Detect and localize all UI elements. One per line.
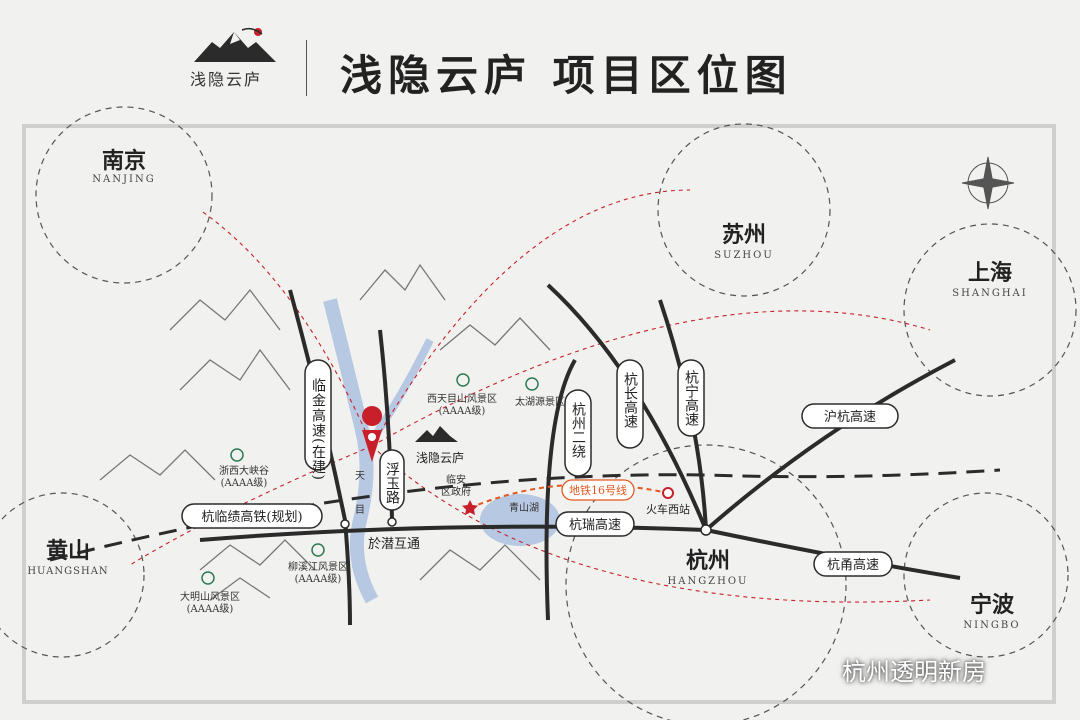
government-star-icon <box>462 500 478 516</box>
qingshan-lake-water <box>480 494 560 546</box>
road-label-box <box>677 359 705 437</box>
scenic-spot-icon <box>311 543 325 557</box>
place-label: (AAAA级) <box>187 603 234 615</box>
city-label-nanjing-en: NANJING <box>92 174 155 185</box>
project-name-label: 浅隐云庐 <box>416 450 464 465</box>
road-label-box <box>181 503 323 529</box>
road-label-hangning: 杭宁高速 <box>683 370 699 427</box>
scenic-spot-icon <box>456 373 470 387</box>
brand-mountain-logo-icon <box>194 27 276 62</box>
route-to-shanghai <box>371 310 931 447</box>
city-circle-nanjing <box>35 106 213 284</box>
place-label: (AAAA级) <box>295 573 342 585</box>
hangzhou-junction-marker <box>700 524 712 536</box>
watermark-text: 杭州透明新房 <box>842 658 986 686</box>
road-label-box <box>813 551 893 577</box>
city-circle-suzhou <box>657 123 831 297</box>
huhang-highway <box>704 358 956 532</box>
city-label-hangzhou-en: HANGZHOU <box>668 576 749 587</box>
place-label: 大明山风景区 <box>180 590 240 603</box>
brand-logo-text: 浅隐云庐 <box>190 70 263 89</box>
road-label-fuyu: 浮玉路 <box>384 462 400 504</box>
road-label-tianmu: 天目 <box>353 470 365 538</box>
route-to-nanjing <box>199 209 373 447</box>
place-label: (AAAA级) <box>439 405 486 417</box>
project-location-pin-icon <box>362 406 383 462</box>
place-label: 於潜互通 <box>368 536 420 552</box>
railway-line <box>49 468 1001 562</box>
header: 浅隐云庐 浅隐云庐 项目区位图 <box>0 0 1080 122</box>
road-label-box <box>379 449 405 511</box>
linjin-highway <box>288 289 352 626</box>
road-label-hangyong: 杭甬高速 <box>827 557 879 573</box>
road-label-box <box>555 511 635 537</box>
place-label: 火车西站 <box>646 502 690 516</box>
metro-label: 地铁16号线 <box>569 483 627 497</box>
place-label: (AAAA级) <box>221 477 268 489</box>
city-label-ningbo-en: NINGBO <box>963 620 1020 631</box>
scenic-spot-icon <box>230 448 244 462</box>
road-label-hangchang: 杭长高速 <box>622 372 638 429</box>
hangzhou-ring2 <box>544 358 577 621</box>
city-label-suzhou-en: SUZHOU <box>714 250 774 261</box>
place-label: 区政府 <box>441 485 471 498</box>
road-label-railway: 杭临绩高铁(规划) <box>201 509 302 525</box>
city-label-shanghai: 上海 <box>968 260 1012 286</box>
city-label-nanjing: 南京 <box>102 148 146 174</box>
place-label: 西天目山风景区 <box>427 393 497 405</box>
city-circle-ningbo <box>903 492 1069 658</box>
hangrui-highway <box>199 524 707 542</box>
mountain-illustrations <box>99 263 551 601</box>
river <box>323 298 379 604</box>
city-circle-shanghai <box>903 223 1077 397</box>
city-circle-hangzhou <box>565 444 847 720</box>
junction-marker <box>387 517 397 527</box>
road-label-hangrui: 杭瑞高速 <box>569 517 621 533</box>
compass-icon <box>961 156 1015 210</box>
city-label-hangzhou: 杭州 <box>686 548 730 574</box>
city-label-ningbo: 宁波 <box>970 592 1015 618</box>
road-label-huhang: 沪杭高速 <box>824 409 876 425</box>
city-label-huangshan: 黄山 <box>46 538 90 564</box>
place-label: 柳溪江风景区 <box>288 560 348 573</box>
city-label-shanghai-en: SHANGHAI <box>952 288 1027 299</box>
route-to-ningbo <box>371 445 931 603</box>
metro-line-16 <box>469 483 669 509</box>
road-label-linjin: 临金高速(在建) <box>310 378 326 481</box>
page-title: 浅隐云庐 项目区位图 <box>340 51 793 100</box>
road-label-box <box>564 389 592 477</box>
city-circle-huangshan <box>0 492 145 658</box>
city-label-suzhou: 苏州 <box>722 222 766 248</box>
place-label: 临安 <box>446 473 466 486</box>
scenic-spot-icon <box>201 571 215 585</box>
road-label-box <box>304 359 332 471</box>
place-label: 太湖源景区 <box>515 395 565 408</box>
road-label-hangzhou-ring2: 杭州二绕 <box>570 402 586 459</box>
header-divider <box>306 40 307 96</box>
metro-label-box <box>561 479 635 501</box>
place-label: 浙西大峡谷 <box>219 464 269 477</box>
project-logo-icon <box>415 426 458 442</box>
place-label: 青山湖 <box>509 501 539 514</box>
junction-marker <box>340 519 350 529</box>
road-label-box <box>801 403 899 429</box>
city-label-huangshan-en: HUANGSHAN <box>27 566 108 577</box>
train-station-icon <box>662 487 674 499</box>
road-label-box <box>616 359 644 449</box>
scenic-spot-icon <box>525 377 539 391</box>
